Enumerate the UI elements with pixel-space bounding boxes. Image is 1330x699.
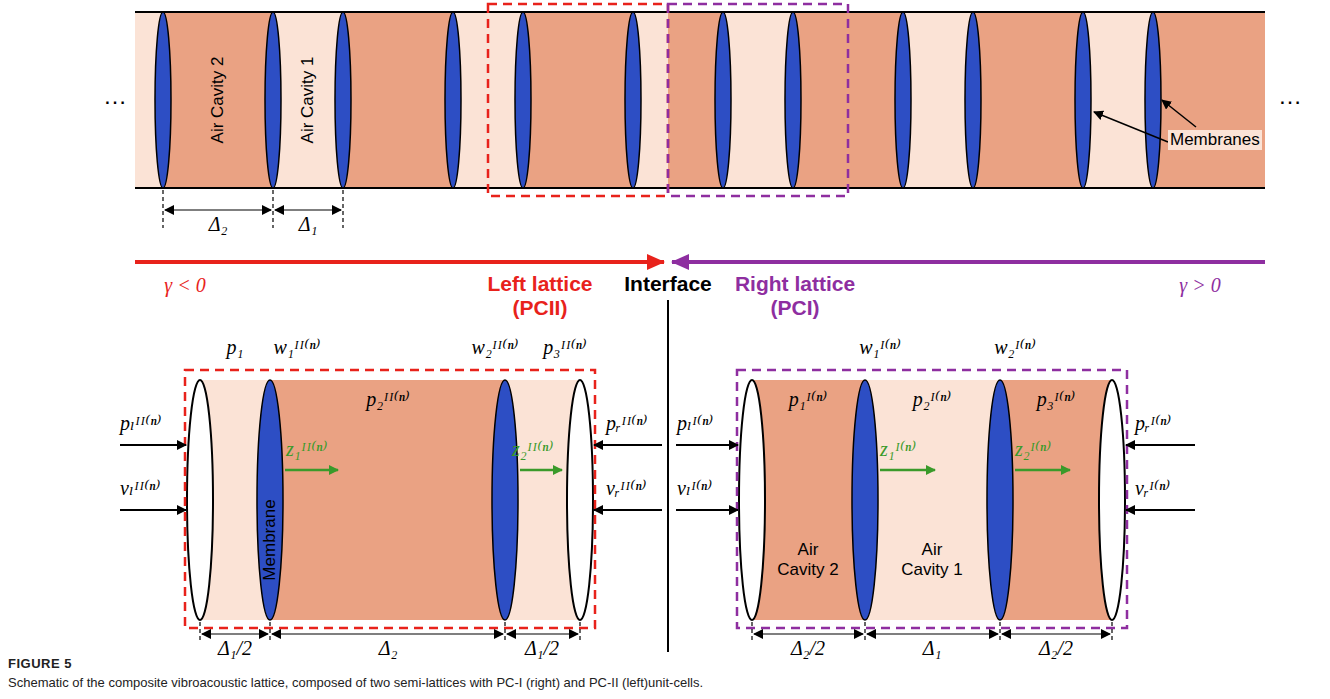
cavity-label: Air Cavity 1 — [298, 57, 318, 144]
displacement-label: w₁ᴵ⁽ⁿ⁾ — [859, 336, 901, 359]
lattice-label: Left lattice (PCII) — [470, 272, 610, 320]
pressure-label: pₗᴵ⁽ⁿ⁾ — [677, 412, 713, 435]
dimension-label: Δ₁/2 — [218, 637, 252, 660]
pressure-label: p₃ᴵ⁽ⁿ⁾ — [1037, 388, 1075, 411]
membranes-label: Membranes — [1168, 130, 1262, 150]
velocity-label: vₗᴵ⁽ⁿ⁾ — [677, 477, 712, 500]
pressure-label: p₂ᴵ⁽ⁿ⁾ — [913, 388, 951, 411]
pressure-label: p₃ᴵᴵ⁽ⁿ⁾ — [543, 336, 587, 359]
figure-caption: Schematic of the composite vibroacoustic… — [8, 676, 703, 691]
dimension-label: Δ₂ — [209, 213, 228, 236]
velocity-label: vᵣᴵᴵ⁽ⁿ⁾ — [606, 477, 646, 500]
dimension-label: Δ₁/2 — [525, 637, 559, 660]
dimension-label: Δ₁ — [299, 213, 318, 236]
velocity-label: vᵣᴵ⁽ⁿ⁾ — [1135, 477, 1170, 500]
continuation-dots: … — [1278, 82, 1302, 110]
dimension-label: Δ₂/2 — [791, 637, 825, 660]
displacement-label: z₂ᴵ⁽ⁿ⁾ — [1015, 438, 1051, 461]
displacement-label: w₁ᴵᴵ⁽ⁿ⁾ — [274, 336, 321, 359]
continuation-dots: … — [103, 82, 127, 110]
displacement-label: z₂ᴵᴵ⁽ⁿ⁾ — [512, 438, 553, 461]
pressure-label: p₁ — [227, 336, 244, 359]
displacement-label: w₂ᴵᴵ⁽ⁿ⁾ — [472, 336, 519, 359]
displacement-label: w₂ᴵ⁽ⁿ⁾ — [994, 336, 1036, 359]
cavity-label: Air Cavity 2 — [208, 57, 228, 144]
parameter-label: γ < 0 — [164, 274, 205, 297]
cavity-label: Air Cavity 1 — [896, 540, 968, 579]
displacement-label: z₁ᴵᴵ⁽ⁿ⁾ — [286, 438, 327, 461]
pressure-label: p₂ᴵᴵ⁽ⁿ⁾ — [366, 388, 410, 411]
velocity-label: vₗᴵᴵ⁽ⁿ⁾ — [120, 477, 160, 500]
membrane-label: Membrane — [260, 499, 280, 580]
dimension-label: Δ₂ — [379, 637, 398, 660]
lattice-label: Right lattice (PCI) — [720, 272, 870, 320]
pressure-label: pᵣᴵ⁽ⁿ⁾ — [1135, 412, 1171, 435]
dimension-label: Δ₁ — [923, 637, 942, 660]
pressure-label: pₗᴵᴵ⁽ⁿ⁾ — [120, 412, 161, 435]
pressure-label: p₁ᴵ⁽ⁿ⁾ — [789, 388, 827, 411]
displacement-label: z₁ᴵ⁽ⁿ⁾ — [880, 438, 916, 461]
parameter-label: γ > 0 — [1179, 274, 1220, 297]
pressure-label: pᵣᴵᴵ⁽ⁿ⁾ — [606, 412, 648, 435]
figure-number: FIGURE 5 — [8, 657, 72, 672]
dimension-label: Δ₂/2 — [1039, 637, 1073, 660]
cavity-label: Air Cavity 2 — [772, 540, 844, 579]
interface-label: Interface — [624, 272, 712, 296]
